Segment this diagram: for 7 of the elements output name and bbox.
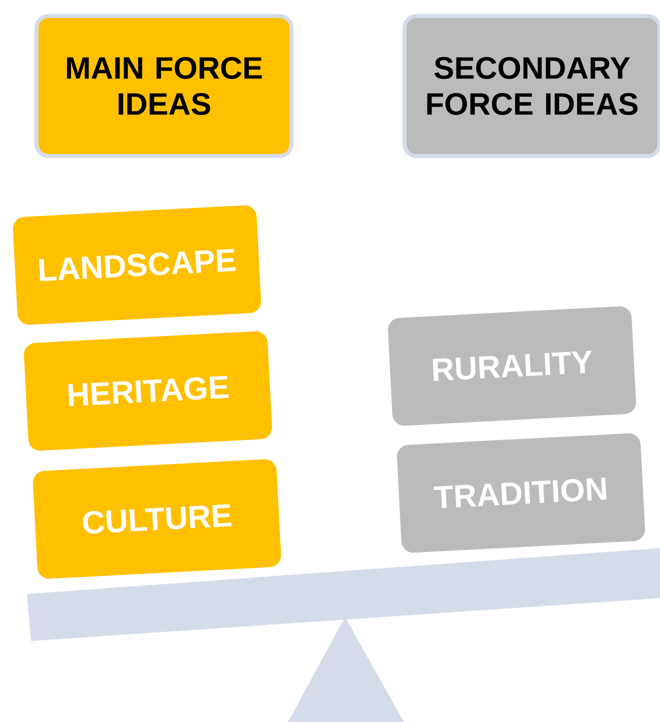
idea-block: HERITAGE: [24, 331, 272, 451]
idea-block: LANDSCAPE: [12, 205, 262, 325]
idea-block: TRADITION: [396, 433, 646, 553]
idea-block: RURALITY: [388, 306, 636, 426]
header-box: MAIN FORCE IDEAS: [34, 14, 294, 158]
idea-block: CULTURE: [32, 459, 282, 579]
header-box: SECONDARY FORCE IDEAS: [402, 14, 660, 158]
